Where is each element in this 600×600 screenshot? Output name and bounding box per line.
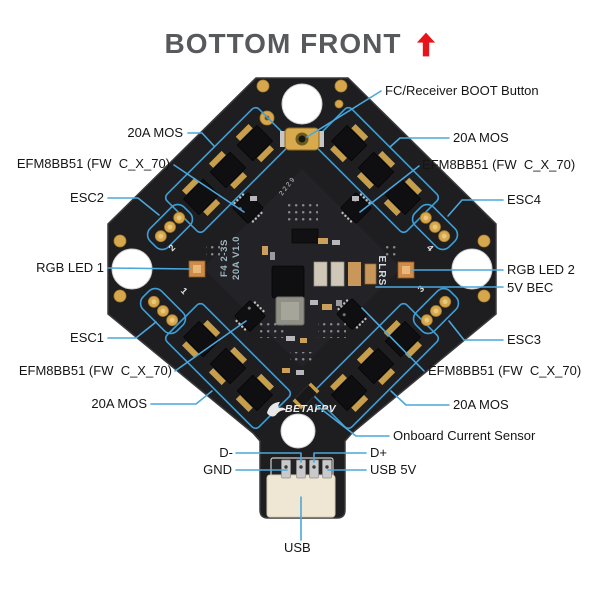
line-efm-top-right (359, 165, 420, 213)
line-mos-bottom-left (150, 390, 213, 405)
center-components (271, 228, 377, 410)
line-mos-top-right (389, 137, 450, 148)
mos-group-bottom-left (164, 302, 292, 430)
label-mos-top-right: 20A MOS (453, 130, 509, 145)
line-mos-top-left (187, 132, 215, 147)
line-efm-bottom-right (361, 307, 425, 372)
boot-button-component (280, 127, 324, 151)
esc1-number: 1 (179, 286, 190, 297)
esc2-pads (146, 203, 194, 251)
label-mos-bottom-left: 20A MOS (91, 396, 147, 411)
label-mos-top-left: 20A MOS (127, 125, 183, 140)
label-efm-bottom-right: EFM8BB51 (FW C_X_70) (428, 363, 582, 378)
page-title: BOTTOM FRONT (0, 28, 600, 60)
small-components (250, 196, 359, 375)
label-esc2: ESC2 (70, 190, 104, 205)
label-esc4: ESC4 (507, 192, 541, 207)
line-esc4 (447, 199, 504, 217)
label-rgb-led-2: RGB LED 2 (507, 262, 575, 277)
label-usb: USB (284, 540, 311, 555)
silkscreen-model-line1: F4 2-3S (219, 239, 230, 277)
silkscreen-model-line2: 20A V1.0 (231, 236, 242, 280)
esc3-pads (412, 287, 460, 335)
label-efm-top-left: EFM8BB51 (FW C_X_70) (16, 156, 170, 171)
mos-group-top-left (164, 106, 292, 234)
mounting-hole-top (281, 83, 323, 125)
via-grids (206, 204, 396, 364)
rgb-led-1 (188, 260, 206, 278)
label-boot-button: FC/Receiver BOOT Button (385, 83, 539, 98)
rgb-led-2 (397, 261, 415, 279)
efm8bb51-chip-esc3 (336, 298, 368, 330)
mounting-hole-right (451, 248, 493, 290)
line-esc3 (448, 320, 504, 341)
line-d-plus (313, 452, 367, 463)
line-esc2 (107, 197, 160, 216)
line-current-sensor (315, 404, 390, 437)
esc4-number: 4 (425, 243, 436, 254)
label-esc1: ESC1 (70, 330, 104, 345)
silkscreen-elrs: ELRS (376, 256, 387, 287)
esc3-number: 3 (416, 284, 427, 295)
esc1-pads (139, 287, 187, 335)
label-efm-bottom-left: EFM8BB51 (FW C_X_70) (18, 363, 172, 378)
line-esc1 (107, 321, 157, 339)
pcb-board: 2 1 4 3 (107, 77, 497, 519)
label-d-minus: D- (219, 445, 233, 460)
esc4-pads (411, 203, 459, 251)
current-sensor-component (292, 382, 320, 410)
label-efm-top-right: EFM8BB51 (FW C_X_70) (422, 157, 576, 172)
line-mos-bottom-right (390, 390, 450, 406)
brand-text: BETAFPV (285, 403, 337, 415)
esc2-number: 2 (167, 243, 178, 254)
label-rgb-led-1: RGB LED 1 (36, 260, 104, 275)
label-current-sensor: Onboard Current Sensor (393, 428, 536, 443)
label-mos-bottom-right: 20A MOS (453, 397, 509, 412)
label-esc3: ESC3 (507, 332, 541, 347)
line-d-minus (235, 452, 302, 463)
line-rgb-led-1 (107, 267, 191, 270)
label-gnd: GND (203, 462, 232, 477)
line-boot-button (306, 90, 382, 138)
brand-logo: BETAFPV (267, 402, 337, 417)
line-efm-bottom-left (174, 320, 247, 372)
usb-connector (266, 457, 336, 518)
usb-pins (281, 459, 332, 479)
line-efm-top-left (173, 164, 245, 213)
callout-lines (107, 90, 504, 541)
mos-group-top-right (312, 106, 440, 234)
label-5v-bec: 5V BEC (507, 280, 554, 295)
title-text: BOTTOM FRONT (164, 28, 402, 59)
label-d-plus: D+ (370, 445, 387, 460)
up-arrow-icon (416, 32, 435, 56)
brand-bird-icon (267, 402, 286, 417)
mounting-hole-bottom (280, 413, 316, 449)
label-usb-5v: USB 5V (370, 462, 417, 477)
